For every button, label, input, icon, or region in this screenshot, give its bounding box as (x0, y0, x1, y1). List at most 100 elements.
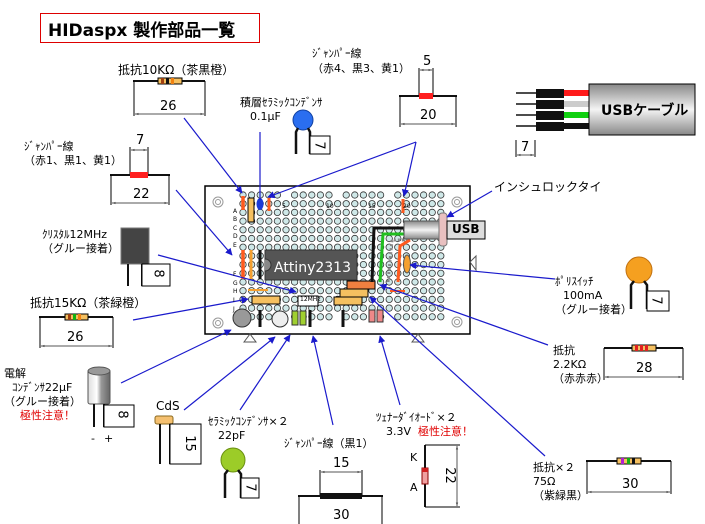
board-hole (325, 217, 333, 225)
board-hole (316, 243, 324, 251)
board-zener-a (368, 309, 376, 323)
board-hole (273, 243, 281, 251)
board-hole (394, 191, 402, 199)
jumper-black-dim-top: 15 (333, 456, 350, 471)
board-cap-22p-b (299, 310, 307, 326)
board-hole (428, 295, 436, 303)
board-hole (333, 217, 342, 225)
resistor-2.2k (603, 344, 684, 380)
board-hole (437, 260, 445, 269)
board-hole (411, 200, 419, 208)
board-hole (402, 304, 410, 312)
board-resistor-22k (346, 280, 376, 290)
board-hole (342, 217, 350, 225)
jumper-red-dim-top: 7 (136, 133, 145, 148)
board-hole (351, 313, 359, 321)
board-hole (265, 313, 273, 321)
electrolytic-warning: 極性注意！ (20, 409, 75, 422)
board-hole (308, 191, 316, 199)
board-hole (359, 208, 367, 216)
jumper-wire-mixed (399, 68, 457, 127)
resistor-10k (133, 77, 206, 116)
board-cable-tie (438, 212, 448, 247)
board-hole (299, 208, 307, 216)
board-hole (239, 208, 247, 216)
board-hole (239, 217, 247, 225)
board-hole (359, 260, 367, 269)
board-usb-label: USB (452, 222, 480, 236)
board-hole (428, 252, 436, 260)
board-hole (316, 304, 324, 312)
board-hole (411, 304, 419, 312)
board-hole (351, 200, 359, 208)
board-hole (437, 278, 445, 286)
board-hole (359, 269, 367, 277)
board-hole (290, 304, 299, 312)
board-hole (290, 243, 299, 251)
resistor-22k-label-1: 抵抗 (553, 344, 575, 357)
board-hole (299, 287, 307, 295)
board-hole (290, 226, 299, 234)
board-hole (419, 269, 428, 277)
usb-cable-label: USBケーブル (601, 103, 689, 119)
board-hole (256, 226, 264, 234)
board-hole (359, 304, 367, 312)
board-hole (359, 234, 367, 243)
board-hole (419, 243, 428, 251)
board-hole (359, 191, 367, 199)
board-hole (342, 234, 350, 243)
board-hole (273, 217, 281, 225)
electrolytic-dim: 8 (114, 410, 130, 419)
board-hole (325, 287, 333, 295)
board-hole (325, 313, 333, 321)
board-hole (368, 200, 376, 208)
board-hole (325, 191, 333, 199)
polyswitch-label-2: 100mA (563, 289, 603, 302)
col-label: 15 (368, 203, 376, 210)
board-hole (351, 243, 359, 251)
usb-cable (515, 83, 696, 157)
board-hole (248, 191, 256, 199)
board-hole (316, 208, 324, 216)
resistor-10k-label: 抵抗10KΩ（茶黒橙） (118, 63, 235, 77)
board-hole (402, 295, 410, 303)
board-hole (290, 295, 299, 303)
electrolytic-label-3: （グルー接着） (4, 395, 81, 408)
jumper-black-label: ｼﾞｬﾝﾊﾟｰ線（黒1） (284, 437, 374, 450)
jumper-mixed-label-2: （赤4、黒3、黄1） (312, 62, 410, 75)
board-cap-01 (256, 198, 264, 210)
board-hole (342, 200, 350, 208)
resistor-75-label-2: 75Ω (533, 475, 556, 488)
board-hole (282, 304, 290, 312)
mount-hole (451, 196, 463, 208)
electrolytic-label-1: 電解 (4, 367, 26, 380)
board-hole (239, 234, 247, 243)
board-hole (273, 208, 281, 216)
board-hole (299, 234, 307, 243)
zener-warning: 極性注意！ (418, 425, 473, 438)
board-hole (419, 304, 428, 312)
board-hole (282, 234, 290, 243)
zener-diode (421, 444, 460, 508)
board-hole (299, 200, 307, 208)
mount-hole (451, 316, 463, 328)
board-hole (282, 200, 290, 208)
row-label: B (233, 216, 238, 223)
zener-k-label: K (410, 451, 418, 464)
board-hole (290, 234, 299, 243)
board-hole (385, 295, 393, 303)
board-hole (333, 243, 342, 251)
board-hole (316, 200, 324, 208)
board-hole (394, 313, 402, 321)
board-hole (359, 313, 367, 321)
zener-label-1: ﾂｪﾅｰﾀﾞｲｵｰﾄﾞ×２ (376, 411, 457, 424)
board-hole (411, 260, 419, 269)
board-hole (428, 304, 436, 312)
board-hole (282, 217, 290, 225)
board-hole (368, 208, 376, 216)
board-resistor-10k (247, 197, 255, 223)
board-hole (325, 208, 333, 216)
mount-hole (212, 317, 224, 329)
board-hole (428, 208, 436, 216)
ceramic-22p-dim: 7 (242, 483, 258, 492)
